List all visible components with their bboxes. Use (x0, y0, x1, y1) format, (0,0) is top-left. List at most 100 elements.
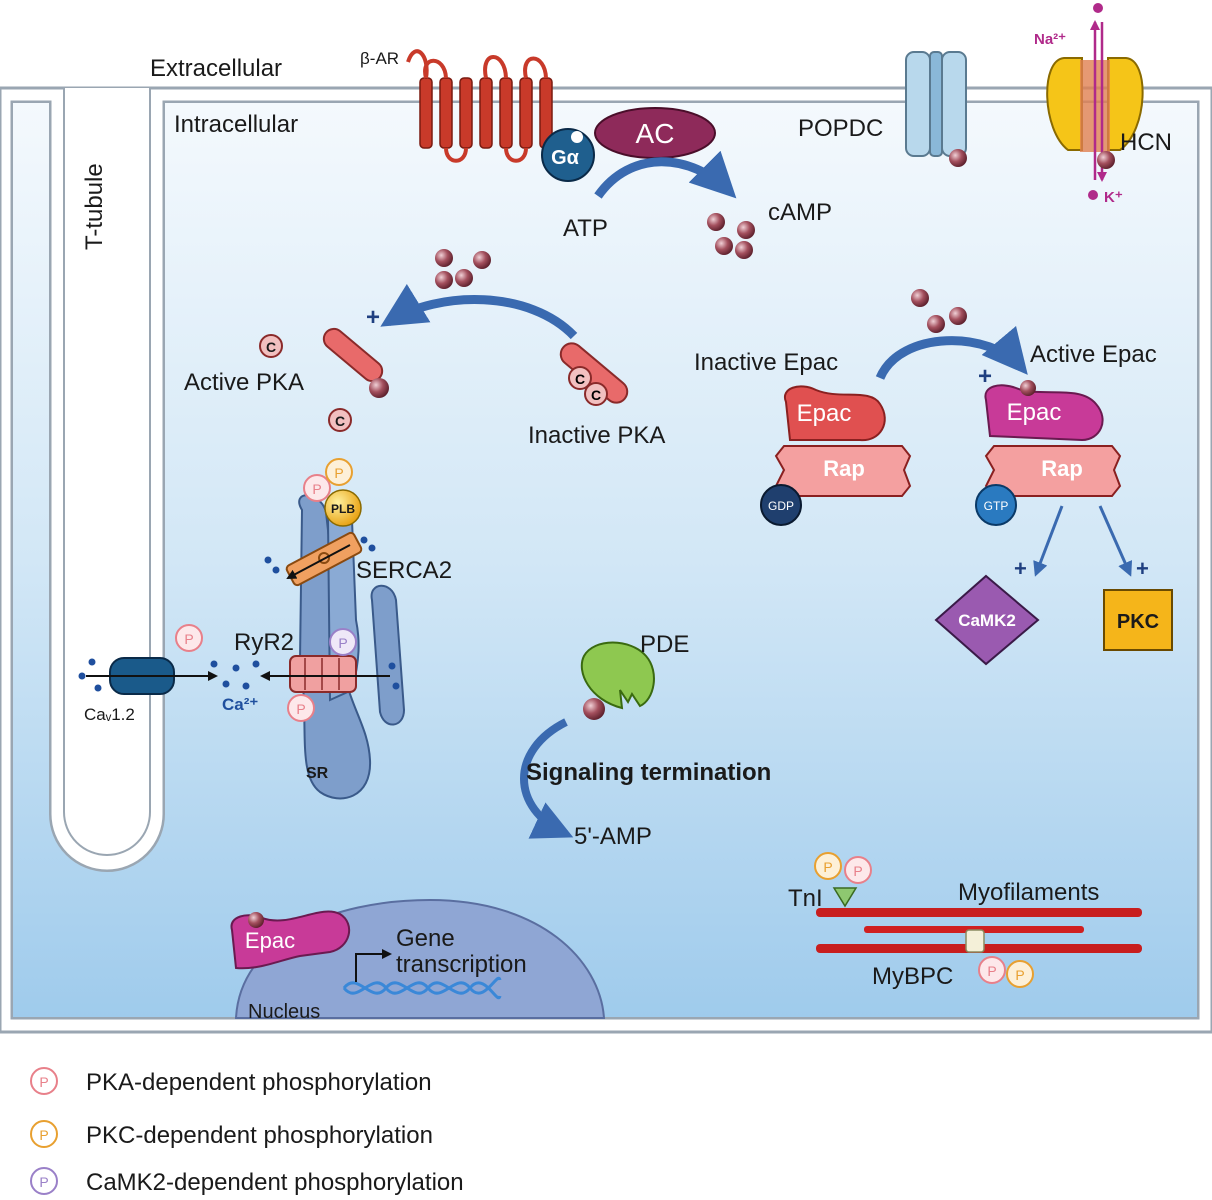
pkc-label: PKC (1117, 611, 1159, 633)
g-alpha-label: Gα (551, 147, 580, 169)
tni-pka-phospho: P (844, 856, 872, 884)
active-pka-regulatory (322, 327, 389, 398)
camp-epac-molecules (911, 289, 967, 333)
inactive-epac-label: Inactive Epac (694, 349, 838, 376)
svg-text:P: P (39, 1074, 48, 1090)
cytoplasm (11, 101, 1199, 1019)
atp-to-camp-arrow (594, 150, 737, 199)
epac-activation-arrow (875, 325, 1028, 381)
transcription-label: transcription (396, 951, 527, 978)
svg-text:P: P (312, 481, 321, 497)
inactive-pka-label: Inactive PKA (528, 422, 665, 449)
hcn-channel (1046, 3, 1144, 200)
camp-label: cAMP (768, 199, 832, 226)
active-pka-catalytic-1: C (259, 334, 283, 358)
extracellular-label: Extracellular (150, 55, 282, 82)
svg-text:P: P (987, 963, 996, 979)
epac-plus-sign: + (978, 363, 992, 390)
intracellular-label: Intracellular (174, 111, 298, 138)
plb-label: PLB (331, 502, 355, 516)
myofilaments-label: Myofilaments (958, 879, 1099, 906)
serca2-label: SERCA2 (356, 557, 452, 584)
na-ion-label: Na²⁺ (1034, 31, 1066, 48)
t-tubule-label: T-tubule (81, 163, 108, 250)
active-epac-name: Epac (1007, 399, 1062, 426)
pka-plus-sign: + (366, 304, 380, 331)
pka-activation-arrow (380, 283, 578, 340)
inactive-pka: C C (559, 342, 629, 406)
svg-text:C: C (266, 339, 276, 355)
svg-text:PKC-dependent phosphorylation: PKC-dependent phosphorylation (86, 1122, 433, 1149)
active-epac-complex (975, 380, 1122, 526)
signaling-termination-label: Signaling termination (526, 759, 771, 786)
gtp-label: GTP (984, 499, 1009, 513)
svg-text:P: P (184, 631, 193, 647)
cav12-channel (86, 657, 218, 695)
serca-ca-ions (264, 536, 376, 574)
popdc-label: POPDC (798, 115, 883, 142)
hcn-label: HCN (1120, 129, 1172, 156)
legend-pkc: P PKC-dependent phosphorylation (30, 1120, 433, 1149)
gene-label: Gene (396, 925, 455, 952)
gdp-label: GDP (768, 499, 794, 513)
pkc-kinase (1103, 589, 1173, 651)
g-alpha-bound-gtp (571, 131, 583, 143)
mybpc-pkc-phospho: P (1006, 960, 1034, 988)
camk2-plus-sign: + (1014, 556, 1027, 581)
pde-label: PDE (640, 631, 689, 658)
cytosolic-ca-ions (78, 658, 400, 692)
mybpc-label: MyBPC (872, 963, 953, 990)
svg-text:P: P (1015, 967, 1024, 983)
ryr2-channel (260, 655, 390, 693)
svg-text:P: P (39, 1127, 48, 1143)
tni-label: TnI (788, 885, 823, 912)
amp5-label: 5'-AMP (574, 823, 652, 850)
camp-pka-molecules (435, 249, 491, 289)
rap-to-pkc-arrow (1098, 505, 1133, 577)
svg-text:P: P (39, 1174, 48, 1190)
pde-bound-camp (583, 698, 605, 720)
dna-helix (342, 976, 502, 1000)
active-pka-label: Active PKA (184, 369, 304, 396)
legend: P PKA-dependent phosphorylation P PKC-de… (30, 1067, 464, 1196)
beta-ar-label: β-AR (360, 49, 399, 68)
svg-text:P: P (296, 701, 305, 717)
active-pka-catalytic-2: C (328, 408, 352, 432)
camk2-kinase (934, 574, 1040, 666)
transcription-start-arrow (355, 949, 392, 982)
termination-arrow (520, 718, 574, 839)
camp-molecules (707, 213, 755, 259)
tni-pkc-phospho: P (814, 852, 842, 880)
ca-label: Ca²⁺ (222, 695, 258, 714)
myofilaments (816, 908, 1142, 953)
plb-pka-phospho: P (303, 474, 331, 502)
svg-text:CaMK2-dependent phosphorylatio: CaMK2-dependent phosphorylation (86, 1169, 464, 1196)
svg-text:C: C (575, 371, 585, 387)
atp-label: ATP (563, 215, 608, 242)
nuclear-epac-camp (248, 912, 264, 928)
rap-to-camk2-arrow (1033, 505, 1064, 577)
cav12-pka-phospho: P (175, 624, 203, 652)
plb-pkc-phospho: P (325, 458, 353, 486)
cell (0, 86, 1212, 1034)
pde-enzyme (580, 641, 655, 710)
inactive-epac-name: Epac (797, 400, 852, 427)
active-epac-label: Active Epac (1030, 341, 1157, 368)
legend-camk2: P CaMK2-dependent phosphorylation (30, 1167, 464, 1196)
ryr2-camk2-phospho: P (329, 628, 357, 656)
beta-ar-receptor (406, 49, 582, 170)
ac-label: AC (636, 118, 675, 149)
svg-text:P: P (853, 863, 862, 879)
svg-text:C: C (591, 387, 601, 403)
plb-protein (324, 489, 362, 527)
svg-text:PKA-dependent phosphorylation: PKA-dependent phosphorylation (86, 1069, 432, 1096)
mybpc-pka-phospho: P (978, 956, 1006, 984)
g-alpha-protein (541, 128, 595, 182)
svg-text:C: C (335, 413, 345, 429)
inactive-rap-name: Rap (823, 456, 865, 481)
ryr2-pka-phospho: P (287, 694, 315, 722)
popdc-channel (905, 51, 967, 157)
nucleus-label: Nucleus (248, 1001, 320, 1023)
